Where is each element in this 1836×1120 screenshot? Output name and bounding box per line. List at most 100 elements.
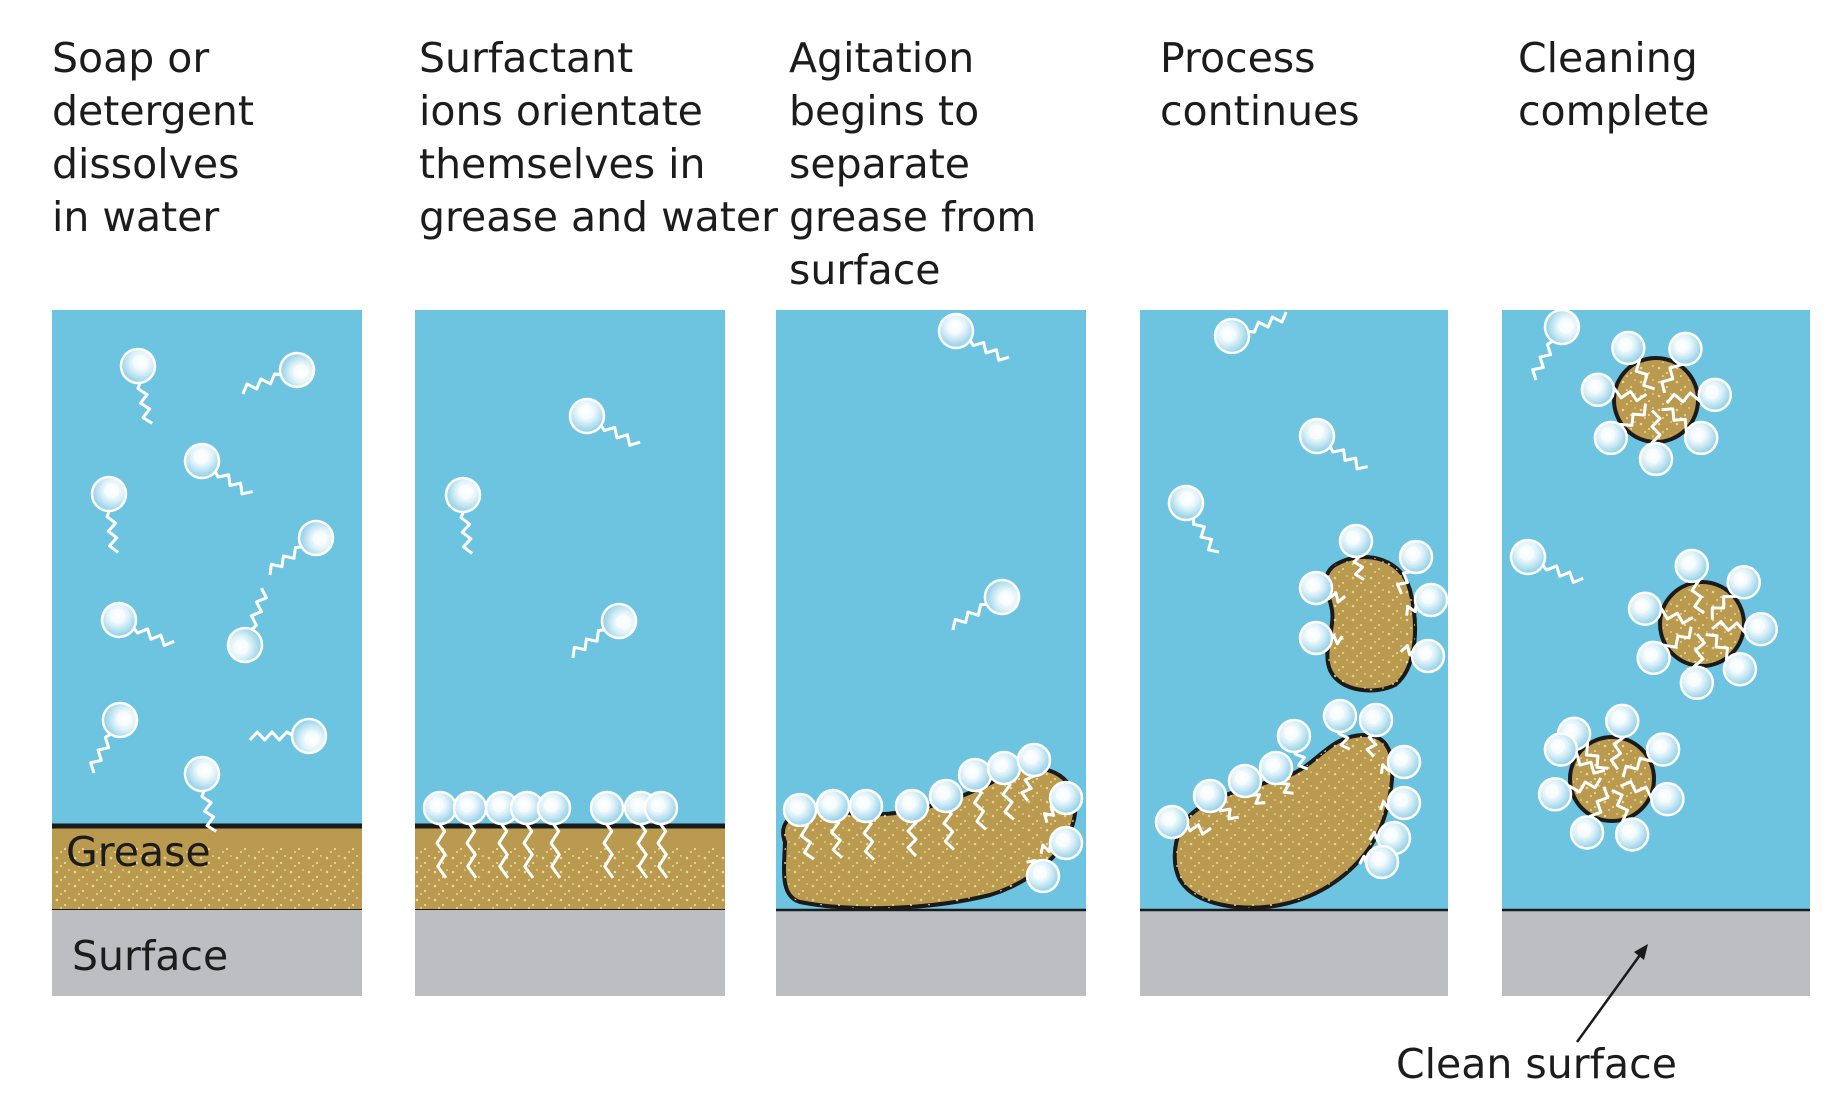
panel-1-caption-line: detergent [52,87,254,135]
surfactant-molecule [444,476,482,555]
surfactant-head [1679,665,1715,701]
surfactant-head [1743,611,1779,647]
surfactant-head [1025,858,1061,894]
surface-layer [776,910,1086,996]
surfactant-head [1569,815,1605,850]
surfactant-molecule [1298,417,1368,471]
surfactant-head [1543,732,1579,767]
surfactant-head [1636,640,1671,676]
surfactant-head [1722,651,1758,687]
surfactant-head [484,790,520,826]
surfactant-head [1614,817,1650,852]
arrow-head [1634,944,1648,960]
surfactant-head [1697,377,1733,413]
surfactant-molecule [241,351,316,395]
surfactant-molecule [183,442,253,496]
panel-1-dissolves: Grease Surface [52,310,362,996]
surfactant-head [1604,703,1640,739]
surfactant-head [1322,698,1358,734]
panel-2-caption-line: Surfactant [419,34,633,82]
surfactant-head [1227,763,1263,799]
surfactant-head [1298,570,1334,606]
surfactant-head [1192,778,1228,814]
surfactant-head [422,790,458,826]
surfactant-head [1048,780,1084,816]
surfactant-head [1364,844,1400,880]
panel-5-caption-line: complete [1518,87,1710,135]
surface-layer [1140,910,1448,996]
surfactant-head [894,788,930,824]
surfactant-head [1413,582,1449,618]
panel-1-caption-line: dissolves [52,140,239,188]
panel-3-caption-line: separate [789,140,970,188]
surfactant-head [1154,804,1190,840]
panel-2-caption-line: ions orientate [419,87,703,135]
surfactant-molecule [937,312,1010,362]
surfactant-head [452,790,488,826]
surfactant-molecule [248,717,328,755]
surfactant-head [1726,565,1761,600]
surfactant-head [986,750,1022,786]
clean-surface-arrow [1575,954,1642,1043]
panel-4-caption-line: continues [1160,87,1360,135]
surfactant-head [1338,523,1374,559]
surfactant-molecule [1509,538,1584,584]
surfactant-head [1016,742,1052,778]
captions: Soap or detergent dissolves in water Surfact… [52,34,1710,294]
panel-3-caption-line: Agitation [789,34,974,82]
surfactant-molecule [226,587,268,664]
surfactant-head [536,790,572,826]
panel-1-caption-line: in water [52,193,219,241]
grease-micelle [1580,330,1733,477]
surfactant-molecule [1213,311,1288,355]
panel-3-agitation [776,310,1086,996]
panel-5-cleaning-complete: Clean surface [1396,308,1810,1088]
surfactant-head [1410,638,1446,674]
grease-micelle [1627,548,1779,701]
surfactant-head [848,788,884,824]
surfactant-molecule [183,755,221,833]
surfactant-molecule [100,601,175,647]
surfactant-molecule [951,578,1021,631]
surface-layer [415,910,725,996]
surfactant-molecule [90,475,128,554]
surfactant-molecule [568,397,641,447]
grease-micelle [1537,703,1685,852]
surfactant-head [928,778,964,814]
surfactant-head [1398,539,1434,575]
surfactant-head [1593,420,1629,456]
clean-surface-label: Clean surface [1396,1040,1677,1088]
surfactant-molecule [1531,308,1581,381]
surfactant-head [815,788,851,824]
panel-2-caption-line: themselves in [419,140,705,188]
surfactant-molecule [571,602,638,659]
surface-layer [52,910,362,996]
panel-2-orientate [415,310,725,996]
surface-layer [1502,910,1810,996]
panel-4-process-continues [1140,310,1449,996]
panel-3-caption-line: begins to [789,87,979,135]
surfactant-head [1668,331,1703,367]
surfactant-molecule [268,519,335,576]
panel-3-caption-line: surface [789,246,941,294]
panel-3-caption-line: grease from [789,193,1036,241]
surfactant-head [1627,591,1663,626]
surface-label: Surface [72,932,228,980]
surfactant-head [1258,750,1294,786]
panel-2-caption-line: grease and water [419,193,778,241]
surfactant-head [1638,441,1674,477]
surfactant-head [1298,620,1334,656]
surfactant-head [643,790,679,826]
surfactant-head [1611,330,1646,366]
surfactant-head [1276,718,1312,754]
panel-1-caption-line: Soap or [52,34,209,82]
panel-4-caption-line: Process [1160,34,1316,82]
surfactant-head [1645,732,1681,767]
grease-label: Grease [66,828,211,876]
surfactant-head [782,792,818,828]
panel-5-caption-line: Cleaning [1518,34,1698,82]
surfactant-head [1674,548,1710,584]
surfactant-head [589,790,625,826]
surfactant-head [1048,825,1084,861]
